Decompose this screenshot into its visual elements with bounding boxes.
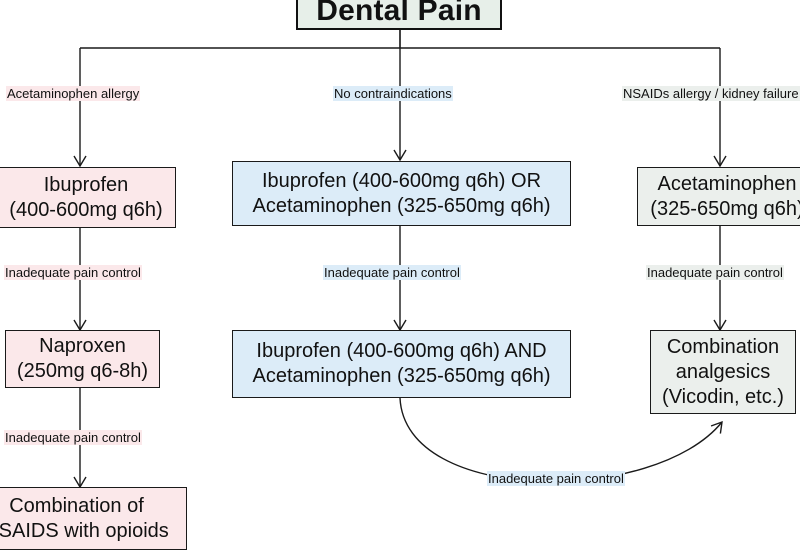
- box-line: (400-600mg q6h): [9, 198, 163, 221]
- label-nsaids-allergy-kidney-failure: NSAIDs allergy / kidney failure: [622, 86, 800, 101]
- box-line: Acetaminophen: [657, 172, 797, 195]
- box-line: Naproxen: [39, 335, 126, 357]
- box-line: Ibuprofen: [43, 173, 129, 196]
- box-middle-ibuprofen-or-acetaminophen: Ibuprofen (400-600mg q6h) OR Acetaminoph…: [232, 161, 571, 226]
- box-line: Acetaminophen (325-650mg q6h): [252, 194, 551, 217]
- box-left-naproxen: Naproxen (250mg q6-8h): [5, 330, 160, 388]
- box-right-acetaminophen: Acetaminophen (325-650mg q6h): [637, 167, 800, 226]
- box-left-ibuprofen: Ibuprofen (400-600mg q6h): [0, 167, 176, 228]
- box-line: NSAIDS with opioids: [0, 519, 169, 542]
- box-line: Combination of: [9, 494, 144, 517]
- box-line: (325-650mg q6h): [650, 197, 800, 220]
- label-left-transition-2: Inadequate pain control: [4, 430, 142, 445]
- box-right-combination-analgesics: Combination analgesics (Vicodin, etc.): [650, 330, 796, 414]
- label-right-transition-1: Inadequate pain control: [646, 265, 784, 280]
- box-line: analgesics: [675, 360, 771, 383]
- box-line: (Vicodin, etc.): [662, 385, 784, 408]
- label-middle-to-right-transition: Inadequate pain control: [487, 471, 625, 486]
- box-line: Ibuprofen (400-600mg q6h) OR: [261, 169, 542, 192]
- diagram-title: Dental Pain: [296, 0, 502, 30]
- label-left-transition-1: Inadequate pain control: [4, 265, 142, 280]
- box-middle-ibuprofen-and-acetaminophen: Ibuprofen (400-600mg q6h) AND Acetaminop…: [232, 330, 571, 398]
- label-no-contraindications: No contraindications: [333, 86, 453, 101]
- box-line: Acetaminophen (325-650mg q6h): [252, 365, 551, 387]
- box-line: Ibuprofen (400-600mg q6h) AND: [256, 340, 547, 362]
- label-middle-transition-1: Inadequate pain control: [323, 265, 461, 280]
- box-line: (250mg q6-8h): [16, 360, 149, 382]
- box-line: Combination: [666, 335, 780, 358]
- label-acetaminophen-allergy: Acetaminophen allergy: [6, 86, 141, 101]
- box-left-combination-nsaids-opioids: Combination of NSAIDS with opioids: [0, 487, 187, 550]
